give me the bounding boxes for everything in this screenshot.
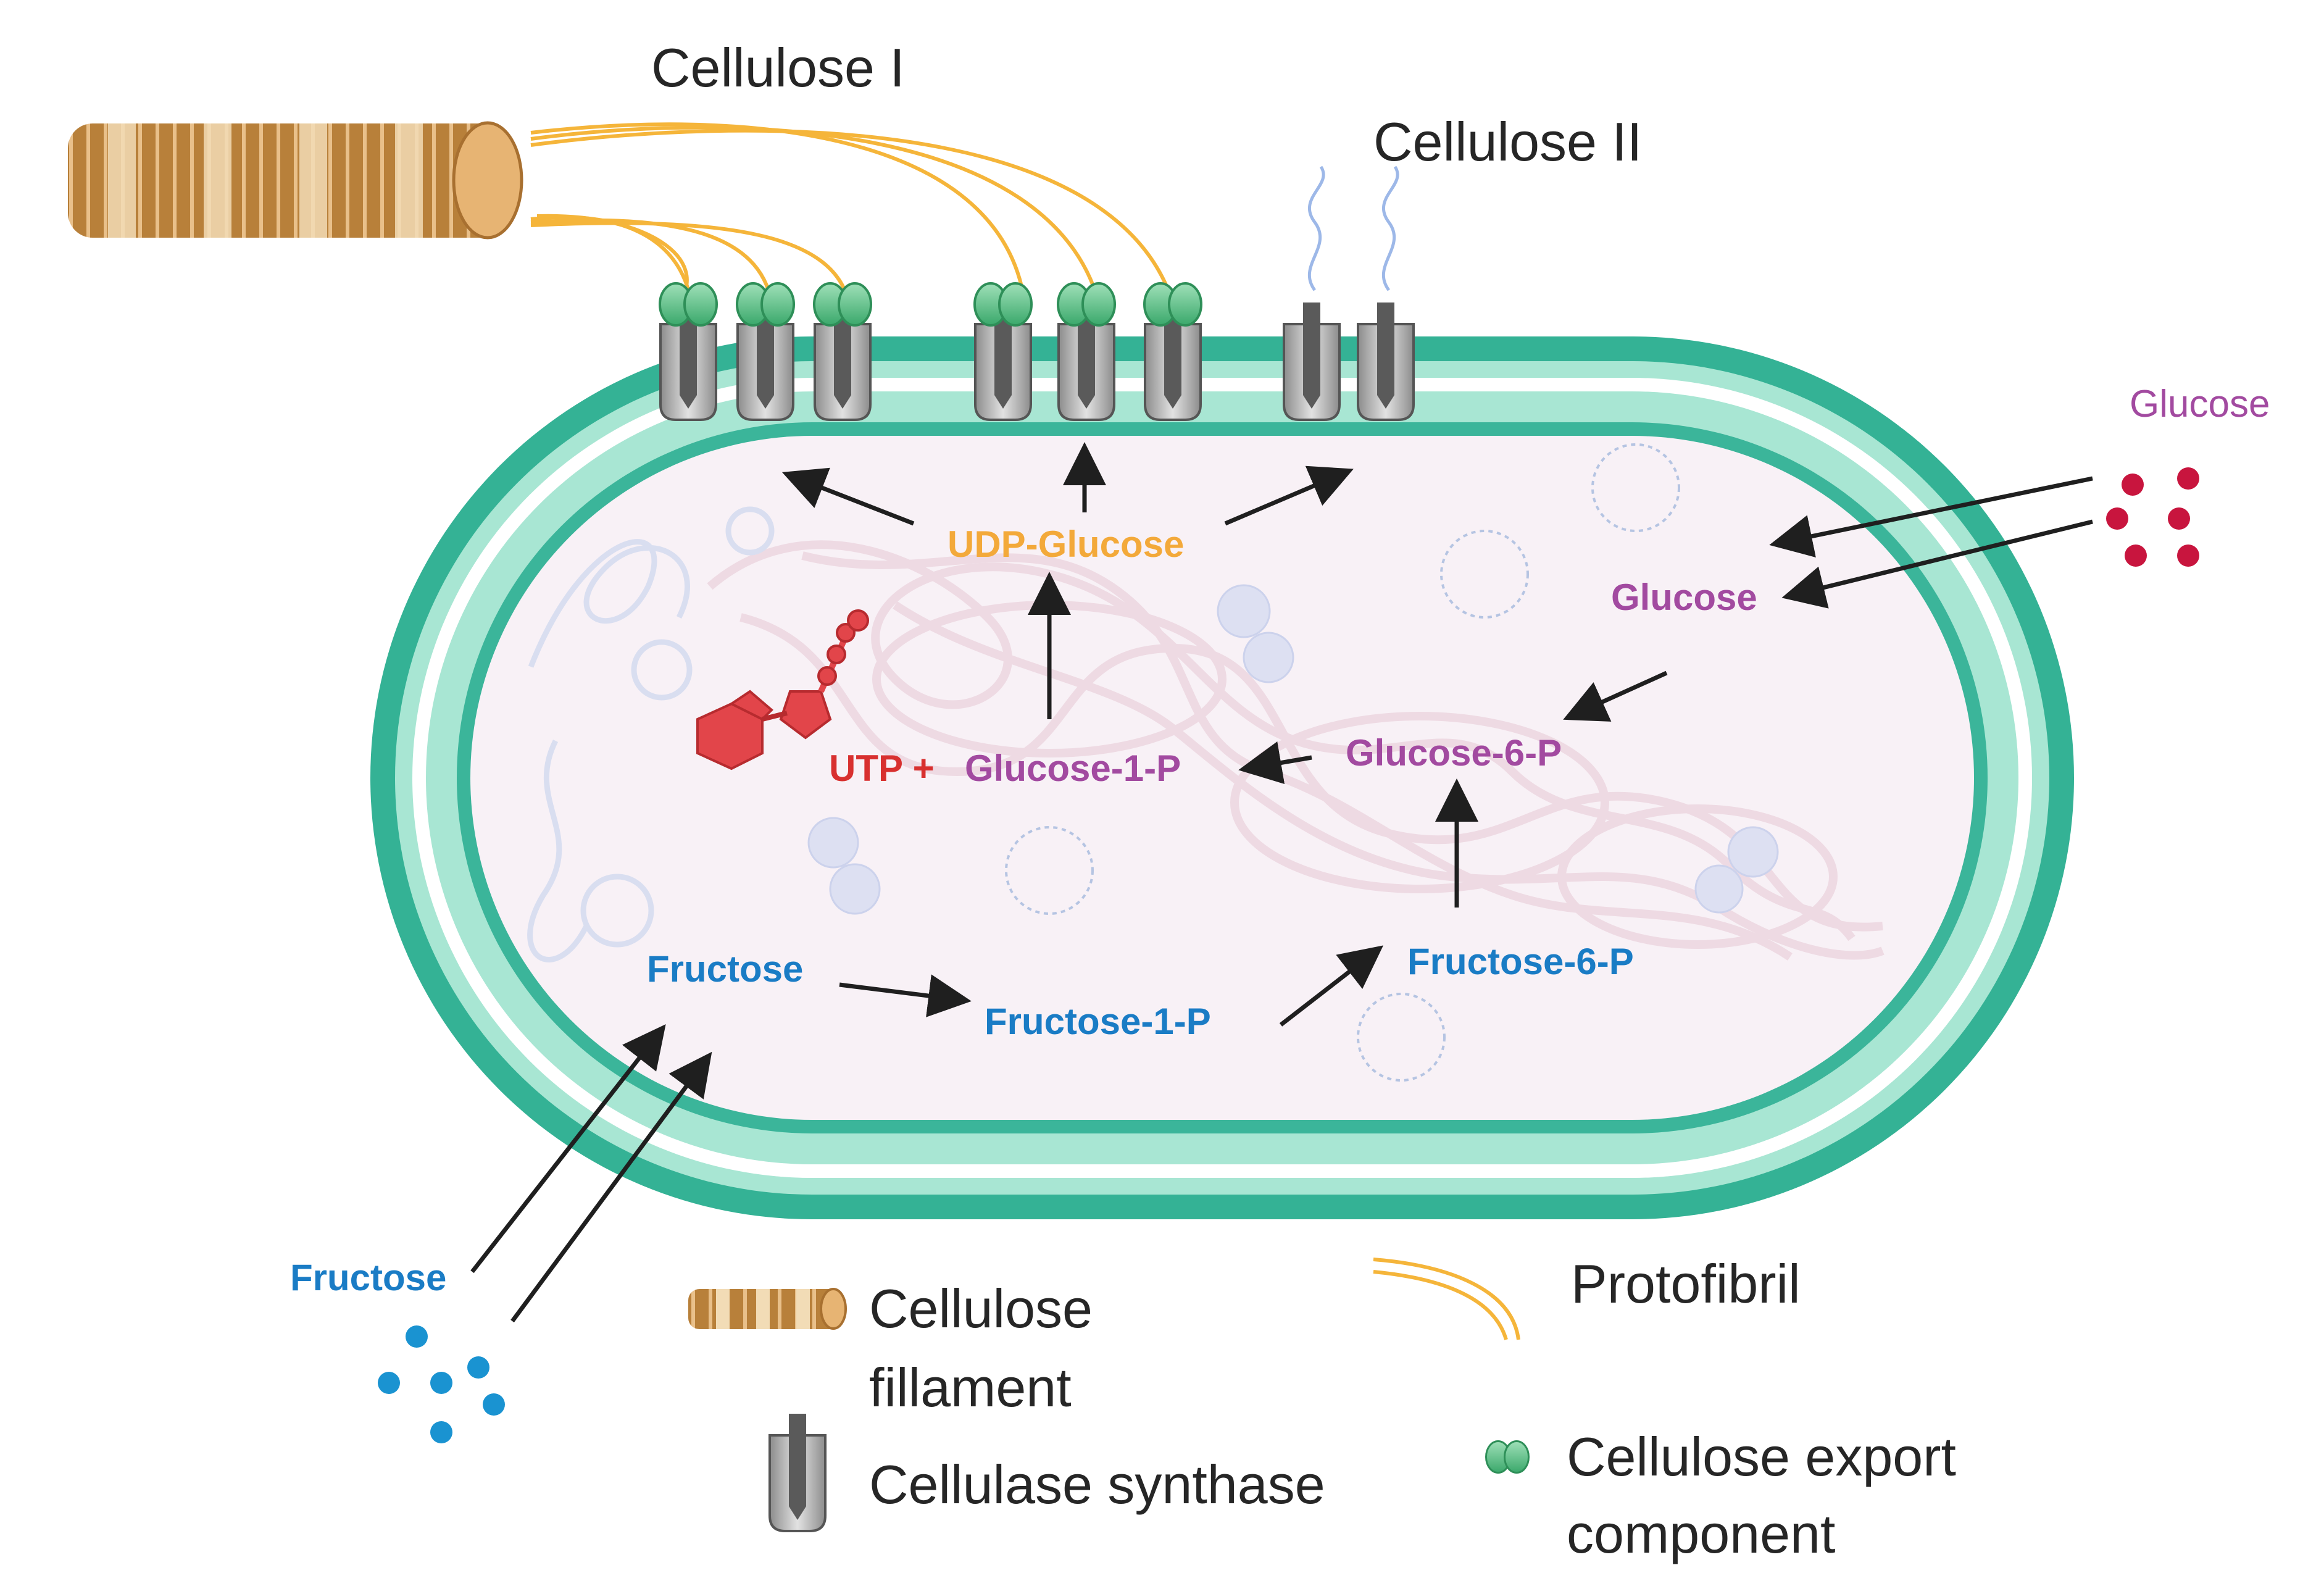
legend: Cellulose fillament Cellulase synthase P… xyxy=(688,1253,1956,1564)
legend-protofibril-label: Protofibril xyxy=(1571,1253,1801,1314)
legend-filament-icon xyxy=(688,1288,847,1330)
legend-filament-label-line1: Cellulose xyxy=(869,1278,1093,1339)
legend-export-label-line1: Cellulose export xyxy=(1567,1426,1956,1487)
utp-molecule-icon xyxy=(696,609,869,770)
glucose-outside-label: Glucose xyxy=(2130,383,2270,425)
cellulose-ii-label: Cellulose II xyxy=(1373,111,1642,172)
fructose-outside-label: Fructose xyxy=(290,1257,446,1298)
utp-plus-label: UTP + xyxy=(829,748,935,789)
fructose-label: Fructose xyxy=(647,948,803,990)
nucleoid-dna xyxy=(707,540,1885,961)
legend-synthase-icon xyxy=(768,1412,827,1532)
legend-synthase-label: Cellulase synthase xyxy=(869,1454,1325,1515)
bacterial-cell xyxy=(370,336,2074,1219)
legend-protofibril-icon xyxy=(1373,1258,1520,1340)
plasmid-loops xyxy=(527,506,775,962)
udp-glucose-label: UDP-Glucose xyxy=(948,524,1184,565)
cellulose-ii-strands xyxy=(1307,165,1399,291)
glucose-1p-label: Glucose-1-P xyxy=(965,748,1181,789)
glucose-molecules xyxy=(2106,467,2199,567)
legend-export-icon xyxy=(1485,1440,1530,1474)
glucose-6p-label: Glucose-6-P xyxy=(1346,732,1562,774)
glucose-label: Glucose xyxy=(1611,577,1757,618)
legend-export-label-line2: component xyxy=(1567,1503,1835,1564)
fructose-1p-label: Fructose-1-P xyxy=(985,1001,1211,1042)
ribosomes xyxy=(807,584,1779,915)
storage-granules xyxy=(1005,443,1680,1082)
fructose-molecules xyxy=(378,1325,505,1443)
fructose-6p-label: Fructose-6-P xyxy=(1407,941,1634,982)
legend-filament-label-line2: fillament xyxy=(869,1357,1072,1418)
cytoplasm xyxy=(470,436,1974,1120)
cellulose-i-label: Cellulose I xyxy=(651,37,905,98)
cellulose-filament-icon xyxy=(68,121,523,240)
pathway-arrows xyxy=(470,442,2093,1323)
protofibrils xyxy=(530,122,1175,304)
